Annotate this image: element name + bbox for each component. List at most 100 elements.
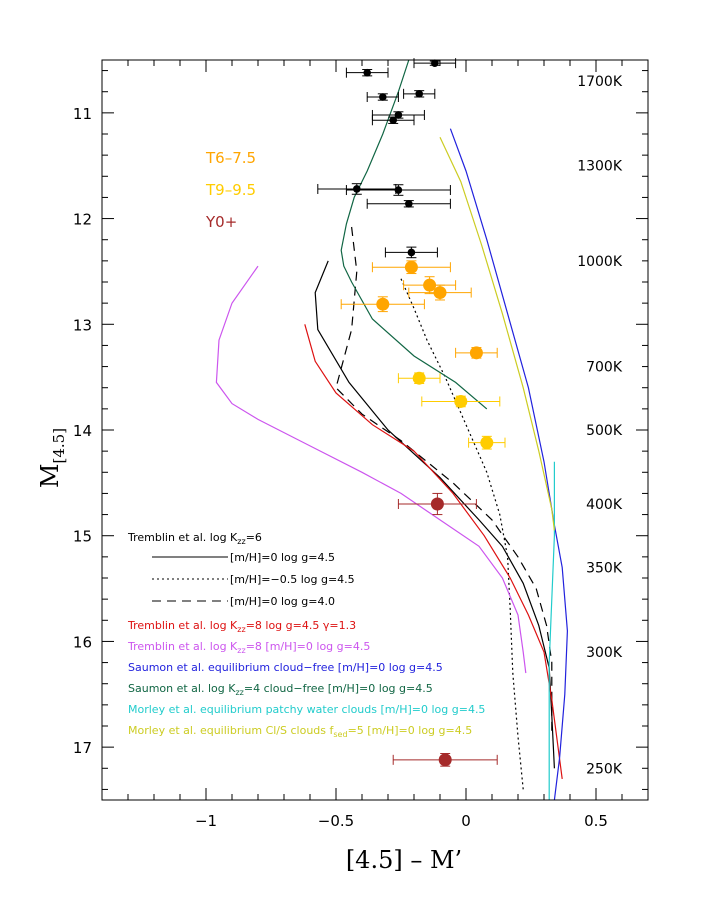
model-curve-6 [449,128,569,800]
spectral-type-labels: T6–7.5T9–9.5Y0+ [205,149,256,231]
y-axis-label-sub: [4.5] [50,428,68,464]
data-point-15 [455,346,498,360]
group-label-2: T9–9.5 [205,181,256,199]
data-point-19 [397,492,477,516]
legend-text-tail: =8 [m/H]=0 log g=4.5 [246,640,371,653]
legend-subscript: sed [333,730,347,739]
point-marker [407,248,416,257]
point-marker [469,346,483,360]
model-curve-3 [335,226,553,737]
legend-text-tail: =4 cloud−free [m/H]=0 log g=4.5 [244,682,433,695]
temperature-label: 300K [586,645,623,661]
legend-text-tail: =8 log g=4.5 γ=1.3 [246,619,356,632]
legend-subscript: zz [237,625,245,634]
point-marker [394,186,403,194]
data-point-20 [392,752,498,767]
legend-entry-2: Tremblin et al. log Kzz=8 [m/H]=0 log g=… [127,640,370,655]
point-marker [433,286,447,300]
point-marker [430,497,444,511]
y-tick-label: 12 [73,211,92,229]
data-point-6 [371,115,415,126]
data-point-9 [366,198,451,209]
legend-subscript: zz [235,688,243,697]
data-point-14 [340,296,425,313]
point-marker [405,199,413,208]
group-label-3: Y0+ [205,213,237,231]
legend-text-tail: =5 [m/H]=0 log g=4.5 [348,724,473,737]
x-tick-label: −0.5 [318,812,354,830]
point-marker [480,436,494,450]
temperature-label: 1700K [577,74,623,90]
temperature-label: 400K [586,497,623,513]
data-point-16 [397,371,441,385]
legend-row-label: [m/H]=0 log g=4.5 [230,551,335,564]
x-tick-label: 0.5 [584,812,608,830]
point-marker [389,116,398,125]
legend-subscript: zz [237,646,245,655]
y-tick-label: 14 [73,422,92,440]
point-marker [404,260,418,274]
legend-row-label: [m/H]=0 log g=4.0 [230,595,335,608]
legend-entry-4: Saumon et al. log Kzz=4 cloud−free [m/H]… [128,682,433,697]
point-marker [353,185,361,193]
model-curve-5 [215,265,527,674]
legend: Tremblin et al. log Kzz=6[m/H]=0 log g=4… [127,531,485,739]
point-marker [412,371,426,385]
legend-text: Tremblin et al. log K [127,619,238,632]
model-curve-9 [439,136,555,531]
legend-text: Tremblin et al. log K [127,531,238,544]
data-point-4 [366,92,399,102]
data-point-8 [345,184,451,196]
data-point-10 [384,246,438,259]
legend-entry-5: Morley et al. equilibrium patchy water c… [128,703,485,716]
point-marker [438,753,452,767]
temperature-label: 700K [586,360,623,376]
point-marker [363,68,372,77]
data-point-17 [421,394,501,408]
y-tick-label: 16 [73,633,92,651]
temperature-label: 250K [586,761,623,777]
point-marker [415,90,424,98]
data-point-11 [371,260,451,275]
y-axis-label: M[4.5] [36,428,68,488]
legend-entry-6: Morley et al. equilibrium Cl/S clouds fs… [128,724,472,739]
data-point-7 [317,183,397,195]
temperature-label: 1000K [577,254,623,270]
model-curve-7 [340,60,488,410]
y-tick-label: 15 [73,528,92,546]
temperature-label: 500K [586,423,623,439]
point-marker [454,394,468,408]
y-tick-label: 13 [73,316,92,334]
y-tick-label: 17 [73,739,92,757]
point-marker [379,93,387,101]
legend-text: Morley et al. equilibrium patchy water c… [128,703,485,716]
legend-entry-1: Tremblin et al. log Kzz=8 log g=4.5 γ=1.… [127,619,356,634]
legend-text: Morley et al. equilibrium Cl/S clouds f [128,724,335,737]
y-axis-label-main: M [36,463,64,488]
y-tick-label: 11 [73,105,92,123]
data-points [317,58,506,767]
legend-text: Saumon et al. equilibrium cloud−free [m/… [128,661,443,674]
axis-ticks: −1 −0.5 0 0.5 11 12 13 14 15 16 17 [73,60,648,830]
point-marker [423,278,437,292]
x-tick-label: −1 [195,812,217,830]
model-curve-2 [400,278,524,790]
group-label-1: T6–7.5 [205,149,256,167]
point-marker [431,59,439,67]
data-point-18 [468,435,506,450]
legend-tremblin-header: Tremblin et al. log Kzz=6 [127,531,262,546]
svg-text:M[4.5]: M[4.5] [36,428,68,488]
legend-text-tail: =6 [246,531,262,544]
data-point-3 [403,88,436,99]
legend-text: Saumon et al. log K [128,682,236,695]
data-point-13 [408,284,472,301]
legend-subscript: zz [237,537,245,546]
legend-entry-3: Saumon et al. equilibrium cloud−free [m/… [128,661,443,674]
temperature-label: 1300K [577,159,623,175]
legend-text: Tremblin et al. log K [127,640,238,653]
point-marker [376,297,390,311]
data-point-12 [403,276,457,295]
x-tick-label: 0 [461,812,471,830]
